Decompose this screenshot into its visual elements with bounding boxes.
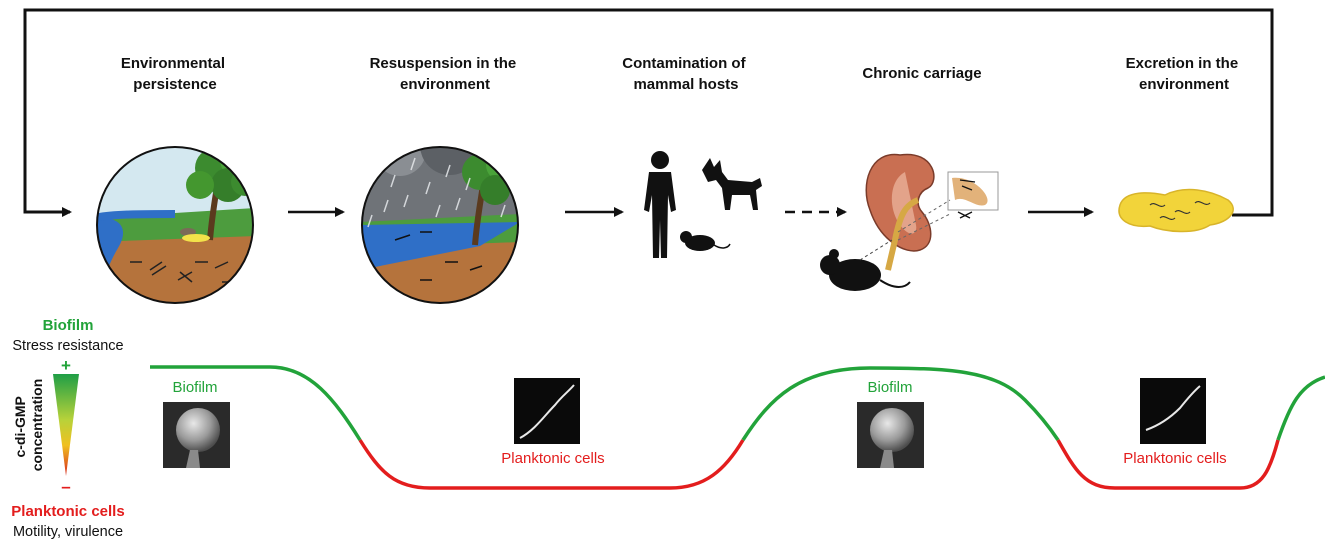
curve-label-planktonic-1: Planktonic cells [501,450,604,467]
curve-label-biofilm-2: Biofilm [867,379,912,396]
stage-title-excretion: Excretion in the environment [1126,55,1243,93]
legend-biofilm-label: Biofilm [43,317,94,334]
planktonic-micrograph-2 [1140,378,1206,444]
stage-title-contamination: Contamination of mammal hosts [622,55,750,93]
legend-plus-sign: + [61,356,71,375]
dog-silhouette-icon [702,158,762,210]
rat-silhouette-icon [680,231,731,251]
curve-low-segment-2 [1056,439,1280,490]
environment-scene-icon [96,146,254,304]
biofilm-micrograph-2 [857,402,924,468]
curve-high-segment-1 [150,365,362,441]
mouse-silhouette-icon [820,239,911,291]
curve-high-segment-2 [741,366,1060,441]
concentration-axis-label: c-di-GMP concentration [12,379,45,472]
legend-stress-resistance-label: Stress resistance [12,338,123,354]
kidney-icon [865,153,999,271]
stage-title-chronic-carriage: Chronic carriage [862,65,981,82]
stage-title-environmental-persistence: Environmental persistence [121,55,229,93]
curve-label-planktonic-2: Planktonic cells [1123,450,1226,467]
human-silhouette-icon [644,151,676,258]
stage-title-resuspension: Resuspension in the environment [370,55,521,93]
legend-planktonic-label: Planktonic cells [11,503,124,520]
concentration-gradient-wedge [53,374,79,476]
urine-puddle-icon [1118,188,1234,233]
planktonic-micrograph-1 [514,378,580,444]
curve-label-biofilm-1: Biofilm [172,379,217,396]
curve-high-segment-3 [1276,375,1325,441]
curve-low-segment-1 [358,439,745,490]
legend-motility-label: Motility, virulence [13,524,123,540]
biofilm-micrograph-1 [163,402,230,468]
legend-minus-sign: – [61,477,70,496]
feedback-loop-arrow [23,8,1274,217]
rain-scene-icon [361,146,519,304]
